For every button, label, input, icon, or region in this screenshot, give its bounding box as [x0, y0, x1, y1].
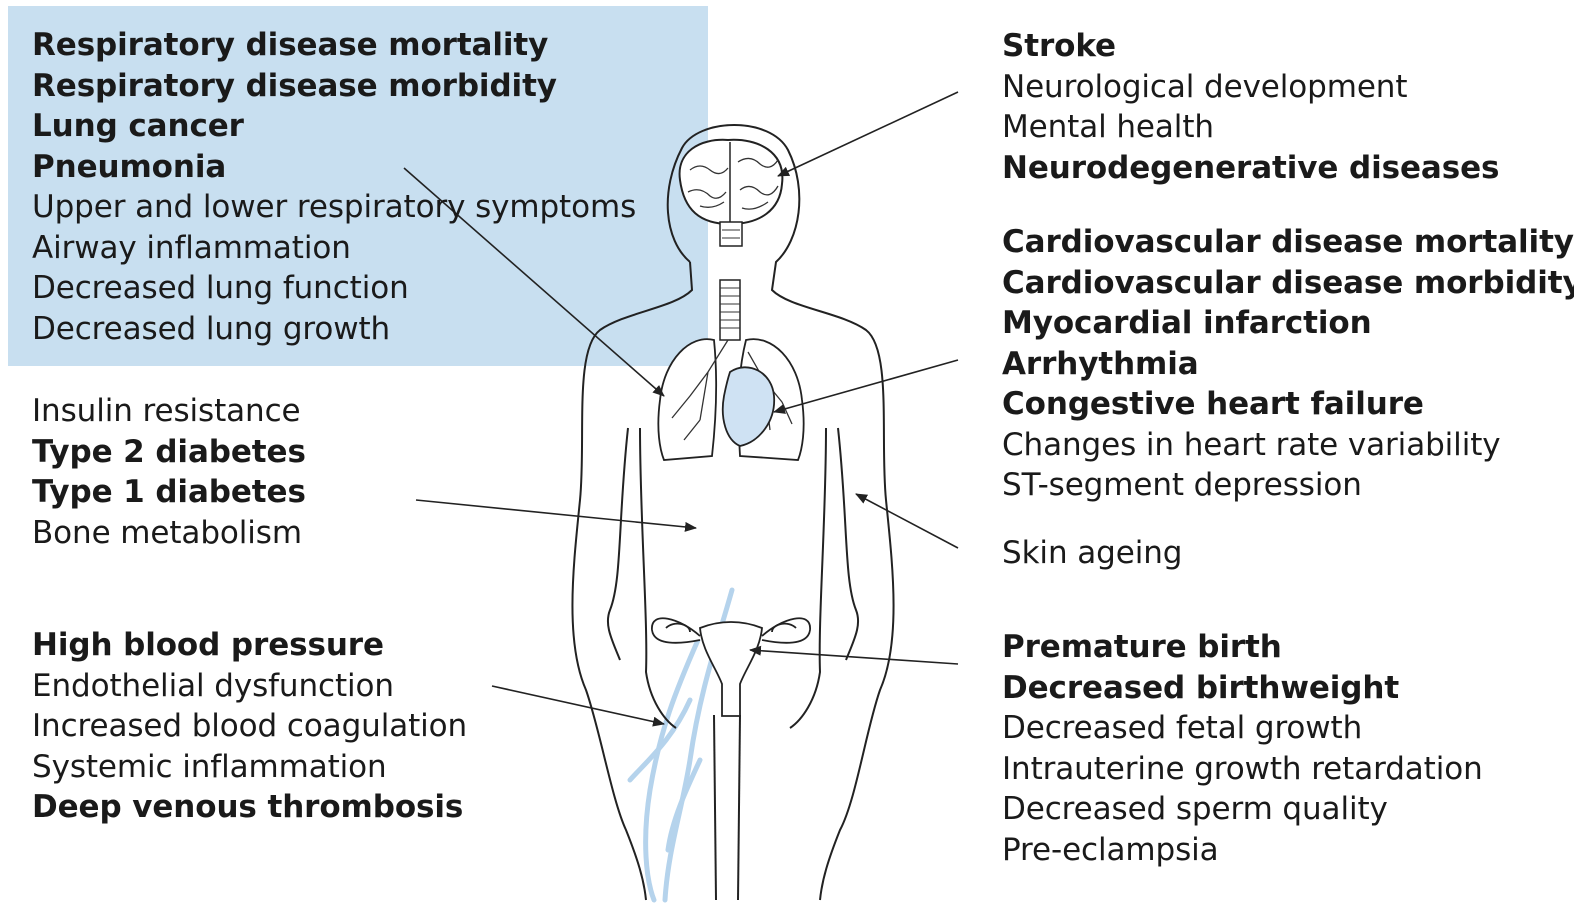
reproductive-effect-item: Premature birth — [1002, 627, 1483, 668]
skin-effect-item: Skin ageing — [1002, 533, 1182, 574]
heart-effect-item: Cardiovascular disease morbidity — [1002, 263, 1574, 304]
respiratory-effect-item: Decreased lung function — [32, 268, 636, 309]
respiratory-effect-item: Airway inflammation — [32, 228, 636, 269]
heart-effect-item: Arrhythmia — [1002, 344, 1574, 385]
heart-pointer — [774, 360, 958, 412]
heart-effect-item: Congestive heart failure — [1002, 384, 1574, 425]
reproductive-effect-item: Decreased birthweight — [1002, 668, 1483, 709]
respiratory-effect-item: Respiratory disease morbidity — [32, 66, 636, 107]
reproductive-pointer — [750, 650, 958, 664]
blood-effect-item: Increased blood coagulation — [32, 706, 467, 747]
metabolic-pointer — [416, 500, 696, 528]
heart-effect-item: Myocardial infarction — [1002, 303, 1574, 344]
metabolic-effect-item: Type 2 diabetes — [32, 432, 306, 473]
reproductive-effect-item: Pre-eclampsia — [1002, 830, 1483, 871]
blood-effect-item: Systemic inflammation — [32, 747, 467, 788]
brain-effect-item: Stroke — [1002, 26, 1499, 67]
blood-effect-item: Deep venous thrombosis — [32, 787, 467, 828]
respiratory-effect-item: Decreased lung growth — [32, 309, 636, 350]
heart-effect-item: ST-segment depression — [1002, 465, 1574, 506]
brain-effect-item: Mental health — [1002, 107, 1499, 148]
skin-pointer — [856, 494, 958, 548]
reproductive-effect-item: Decreased sperm quality — [1002, 789, 1483, 830]
blood-effect-item: High blood pressure — [32, 625, 467, 666]
brain-effect-item: Neurological development — [1002, 67, 1499, 108]
heart-effect-item: Cardiovascular disease mortality — [1002, 222, 1574, 263]
blood-pointer — [492, 686, 664, 724]
metabolic-effect-item: Insulin resistance — [32, 391, 306, 432]
respiratory-effect-item: Pneumonia — [32, 147, 636, 188]
blood-effect-item: Endothelial dysfunction — [32, 666, 467, 707]
respiratory-effect-item: Respiratory disease mortality — [32, 25, 636, 66]
uterus-icon — [652, 618, 810, 716]
reproductive-effect-item: Decreased fetal growth — [1002, 708, 1483, 749]
respiratory-effect-item: Upper and lower respiratory symptoms — [32, 187, 636, 228]
brain-pointer — [778, 92, 958, 176]
metabolic-effect-item: Bone metabolism — [32, 513, 306, 554]
brain-effect-item: Neurodegenerative diseases — [1002, 148, 1499, 189]
metabolic-effect-item: Type 1 diabetes — [32, 472, 306, 513]
skin-effects-list: Skin ageing — [1002, 533, 1182, 574]
trachea-icon — [720, 280, 740, 340]
reproductive-effect-item: Intrauterine growth retardation — [1002, 749, 1483, 790]
respiratory-effect-item: Lung cancer — [32, 106, 636, 147]
brain-icon — [680, 140, 783, 246]
heart-effect-item: Changes in heart rate variability — [1002, 425, 1574, 466]
